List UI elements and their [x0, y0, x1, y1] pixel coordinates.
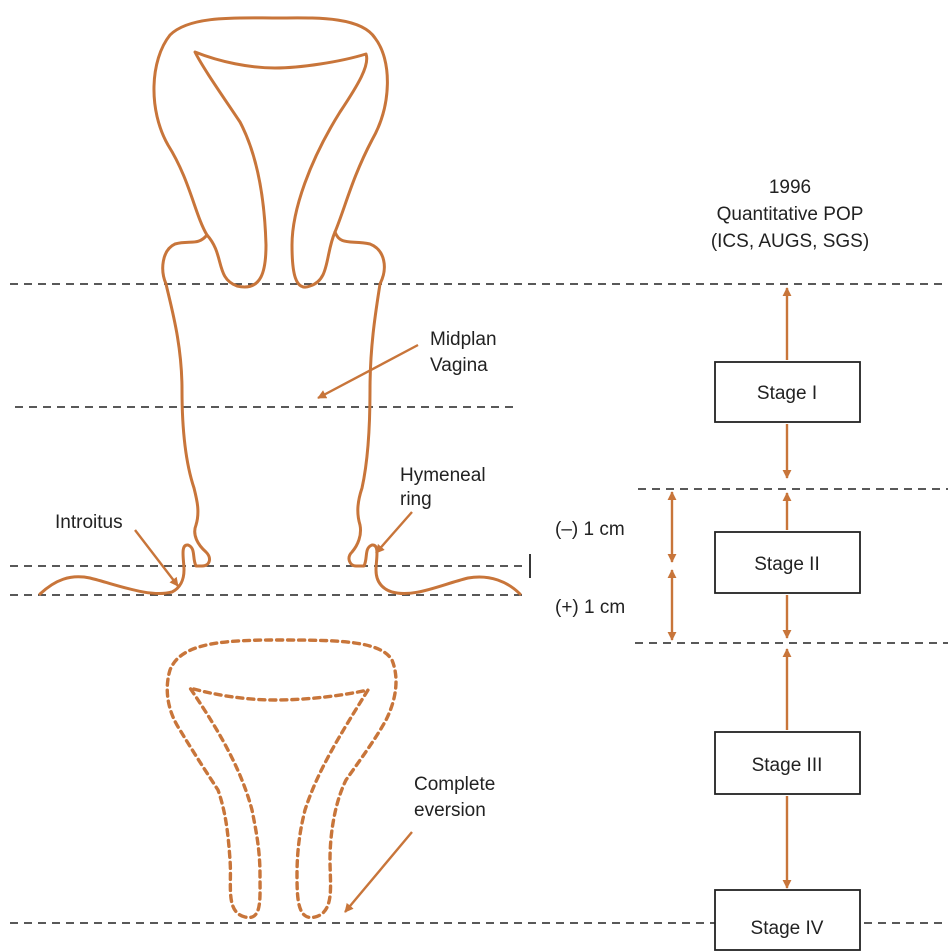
plus-1cm-label: (+) 1 cm [555, 597, 625, 618]
stage-box-4: Stage IV [715, 890, 860, 950]
hymeneal-label-line1: Hymeneal [400, 465, 486, 486]
midplane-label-line2: Vagina [430, 355, 488, 376]
hymeneal-pointer-arrow [376, 512, 412, 553]
header-system: Quantitative POP [717, 204, 864, 225]
eversion-outline [167, 640, 396, 917]
stage-box-3: Stage III [715, 732, 860, 794]
stage-label-3: Stage III [752, 755, 823, 776]
midplane-label-line1: Midplan [430, 329, 497, 350]
header-year: 1996 [769, 177, 811, 198]
introitus-pointer-arrow [135, 530, 178, 586]
midplane-pointer-arrow [318, 345, 418, 398]
header-societies: (ICS, AUGS, SGS) [711, 231, 869, 252]
eversion-label-line2: eversion [414, 800, 486, 821]
stage-label-1: Stage I [757, 383, 817, 404]
uterus-vagina-outline [40, 18, 520, 594]
stage-box-2: Stage II [715, 532, 860, 593]
stage-box-1: Stage I [715, 362, 860, 422]
eversion-pointer-arrow [345, 832, 412, 912]
hymeneal-label-line2: ring [400, 489, 432, 510]
eversion-label-line1: Complete [414, 774, 495, 795]
minus-1cm-label: (–) 1 cm [555, 519, 625, 540]
stage-label-4: Stage IV [751, 918, 824, 939]
stage-label-2: Stage II [754, 554, 820, 575]
introitus-label: Introitus [55, 512, 123, 533]
